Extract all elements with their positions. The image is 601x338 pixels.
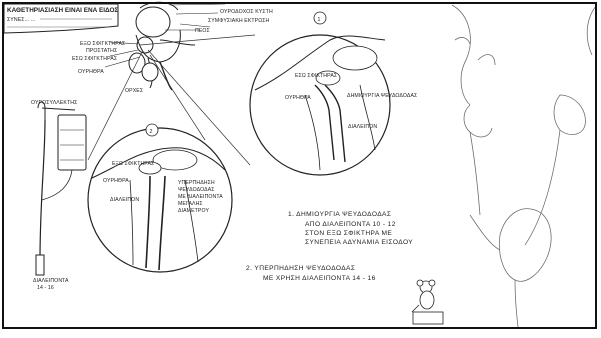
- page-frame: [2, 2, 597, 329]
